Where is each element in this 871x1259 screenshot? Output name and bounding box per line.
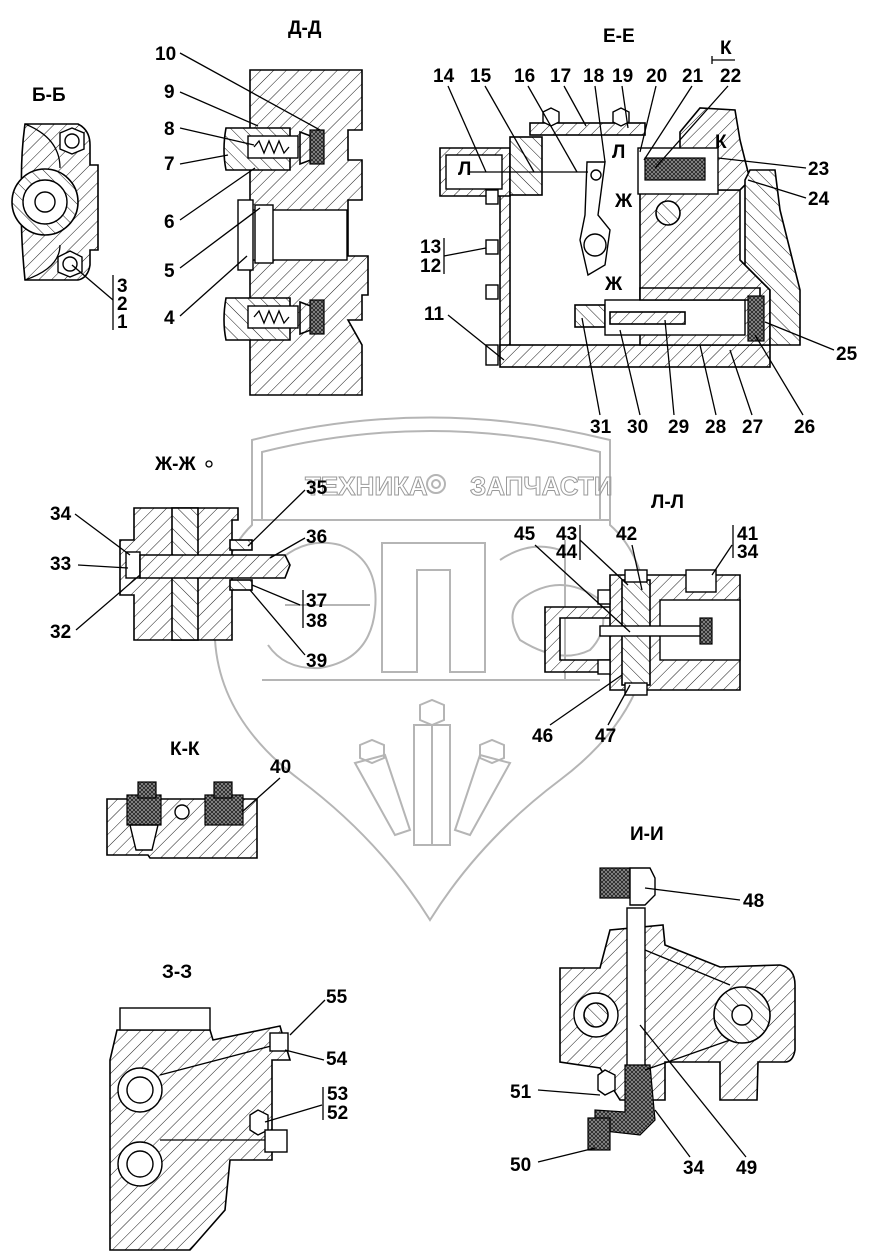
section-label-zz: З-З	[162, 962, 192, 983]
callout-46: 46	[532, 726, 553, 747]
callout-2: 2	[117, 294, 128, 315]
callout-11: 11	[424, 304, 445, 325]
callout-34-ii: 34	[683, 1158, 705, 1179]
callout-39: 39	[306, 651, 327, 672]
callout-29: 29	[668, 417, 689, 438]
section-dd: Д-Д 10 9 8 7 6 5 4	[155, 18, 369, 396]
callout-32: 32	[50, 622, 71, 643]
callout-33: 33	[50, 554, 71, 575]
callout-49: 49	[736, 1158, 757, 1179]
callout-45: 45	[514, 524, 536, 545]
callout-10: 10	[155, 44, 176, 65]
callout-51: 51	[510, 1082, 532, 1103]
callout-24: 24	[808, 189, 830, 210]
callout-15: 15	[470, 66, 492, 87]
callout-37: 37	[306, 591, 327, 612]
callout-28: 28	[705, 417, 726, 438]
watermark-left-text: ТЕХНИКА	[305, 471, 428, 501]
callout-20: 20	[646, 66, 667, 87]
callout-41: 41	[737, 524, 759, 545]
callout-4: 4	[164, 308, 175, 329]
gear-icon	[426, 474, 446, 494]
callout-3: 3	[117, 276, 128, 297]
callout-7: 7	[164, 154, 175, 175]
callout-44: 44	[556, 542, 578, 563]
callout-30: 30	[627, 417, 648, 438]
section-zz: З-З 55 54 53 52	[109, 962, 348, 1251]
callout-40: 40	[270, 757, 291, 778]
section-label-ii: И-И	[630, 824, 664, 845]
watermark-shield-inner	[261, 430, 601, 521]
callout-47: 47	[595, 726, 616, 747]
callout-52: 52	[327, 1103, 348, 1124]
callout-54: 54	[326, 1049, 348, 1070]
section-label-kk: К-К	[170, 739, 200, 760]
callout-6: 6	[164, 212, 175, 233]
callout-1: 1	[117, 312, 128, 333]
callout-21: 21	[682, 66, 704, 87]
callout-38: 38	[306, 611, 327, 632]
section-ee: Е-Е К	[420, 26, 858, 438]
callout-34-ll: 34	[737, 542, 759, 563]
callout-43: 43	[556, 524, 577, 545]
callout-34: 34	[50, 504, 72, 525]
section-mark-zh-top: Ж	[614, 191, 633, 212]
section-label-ll: Л-Л	[651, 492, 684, 513]
callout-9: 9	[164, 82, 175, 103]
callout-13: 13	[420, 237, 441, 258]
section-mark-l-right: Л	[612, 142, 625, 163]
callout-26: 26	[794, 417, 815, 438]
bolt-head	[59, 127, 85, 155]
callout-5: 5	[164, 261, 175, 282]
section-label-ee: Е-Е	[603, 26, 635, 47]
callout-35: 35	[306, 478, 328, 499]
section-zhzh: Ж-Ж 34 33 32 35 36 37 38 39	[50, 454, 328, 672]
callout-23: 23	[808, 159, 829, 180]
section-label-dd: Д-Д	[288, 18, 322, 39]
callout-16: 16	[514, 66, 535, 87]
callout-8: 8	[164, 119, 175, 140]
callout-18: 18	[583, 66, 604, 87]
callout-50: 50	[510, 1155, 531, 1176]
section-label-zhzh: Ж-Ж	[154, 454, 196, 475]
section-mark-k-side: К	[715, 132, 727, 153]
watermark-letter-p	[381, 542, 486, 673]
callout-12: 12	[420, 256, 441, 277]
section-mark-zh-bottom: Ж	[604, 274, 623, 295]
section-bb: Б-Б 3 2 1	[11, 85, 128, 333]
callout-48: 48	[743, 891, 764, 912]
section-ll: Л-Л 45 43 44 42 41 34 46 47	[514, 492, 759, 747]
callout-22: 22	[720, 66, 741, 87]
bolt-head	[57, 250, 83, 278]
section-mark-k-top: К	[720, 38, 732, 59]
section-label-bb: Б-Б	[32, 85, 66, 106]
callout-14: 14	[433, 66, 455, 87]
watermark-right-text: ЗАПЧАСТИ	[470, 471, 613, 501]
watermark-shield	[213, 416, 652, 922]
section-kk: К-К 40	[106, 739, 291, 859]
callout-25: 25	[836, 344, 858, 365]
callout-19: 19	[612, 66, 633, 87]
callout-55: 55	[326, 987, 348, 1008]
callout-27: 27	[742, 417, 763, 438]
callout-31: 31	[590, 417, 612, 438]
callout-42: 42	[616, 524, 637, 545]
watermark-wheat	[353, 698, 512, 846]
section-ii: И-И 48 51 50 34 49	[510, 824, 796, 1179]
callout-53: 53	[327, 1084, 348, 1105]
callout-17: 17	[550, 66, 571, 87]
callout-36: 36	[306, 527, 327, 548]
section-mark-l-left: Л	[458, 159, 471, 180]
